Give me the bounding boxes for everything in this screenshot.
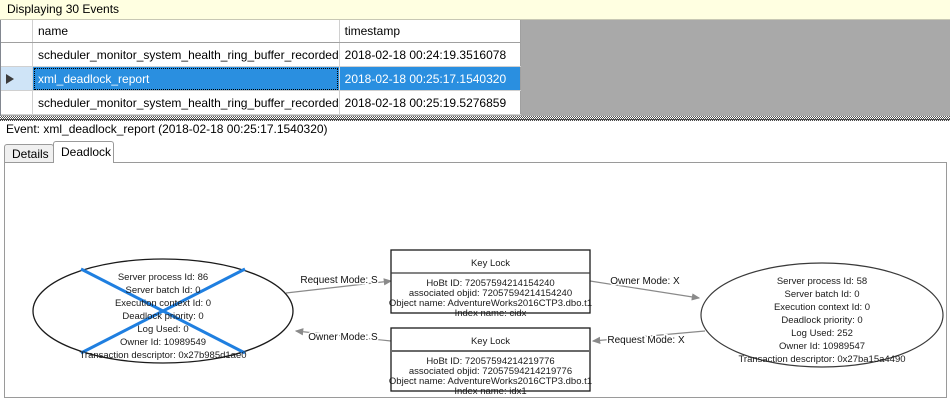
svg-text:Request Mode: S: Request Mode: S	[300, 275, 378, 286]
row-selector-cell[interactable]	[1, 66, 33, 91]
edge-label-owner-x: Owner Mode: X	[609, 275, 682, 289]
deadlock-graph[interactable]: Server process Id: 86 Server batch Id: 0…	[5, 163, 946, 397]
event-caption-label: Event: xml_deadlock_report (2018-02-18 0…	[6, 122, 328, 136]
victim-line-0: Server process Id: 86	[118, 272, 208, 283]
table-row[interactable]: scheduler_monitor_system_health_ring_buf…	[1, 42, 521, 67]
edge-label-request-x: Request Mode: X	[606, 334, 687, 348]
surviving-line-3: Deadlock priority: 0	[781, 315, 862, 326]
cell-name[interactable]: scheduler_monitor_system_health_ring_buf…	[32, 90, 340, 115]
key-lock-top-line-3: Index name: cidx	[455, 308, 527, 319]
cell-name[interactable]: scheduler_monitor_system_health_ring_buf…	[32, 42, 340, 67]
table-header-row: name timestamp	[1, 20, 521, 43]
deadlock-node-victim-process[interactable]: Server process Id: 86 Server batch Id: 0…	[32, 258, 294, 364]
deadlock-node-key-lock-top[interactable]: Key Lock HoBt ID: 72057594214154240 asso…	[389, 249, 592, 319]
key-lock-top-line-0: HoBt ID: 72057594214154240	[426, 278, 554, 289]
key-lock-bottom-line-2: Object name: AdventureWorks2016CTP3.dbo.…	[389, 376, 592, 387]
row-selector-cell[interactable]	[1, 42, 33, 67]
column-header-selector[interactable]	[1, 20, 33, 43]
tab-deadlock[interactable]: Deadlock	[53, 141, 114, 163]
events-banner-label: Displaying 30 Events	[7, 2, 120, 16]
table-row-selected[interactable]: xml_deadlock_report 2018-02-18 00:25:17.…	[1, 66, 521, 91]
victim-line-1: Server batch Id: 0	[126, 285, 201, 296]
edge-owner-s	[294, 328, 392, 342]
victim-line-2: Execution context Id: 0	[115, 298, 211, 309]
deadlock-tab-panel: Server process Id: 86 Server batch Id: 0…	[4, 162, 947, 398]
edge-label-request-s: Request Mode: S	[299, 274, 380, 288]
key-lock-top-line-2: Object name: AdventureWorks2016CTP3.dbo.…	[389, 298, 592, 309]
events-table: name timestamp scheduler_monitor_system_…	[1, 20, 521, 115]
event-caption: Event: xml_deadlock_report (2018-02-18 0…	[0, 122, 950, 139]
surviving-line-6: Transaction descriptor: 0x27ba15a4490	[738, 354, 905, 365]
key-lock-top-title: Key Lock	[471, 258, 510, 269]
events-banner: Displaying 30 Events	[0, 0, 950, 20]
horizontal-splitter[interactable]	[0, 116, 950, 121]
cell-timestamp[interactable]: 2018-02-18 00:25:17.1540320	[339, 66, 521, 91]
detail-tabstrip: Details Deadlock	[0, 141, 950, 400]
column-header-timestamp[interactable]: timestamp	[339, 20, 521, 43]
surviving-line-5: Owner Id: 10989547	[779, 341, 865, 352]
cell-name[interactable]: xml_deadlock_report	[32, 66, 340, 91]
edge-request-s	[285, 278, 393, 294]
deadlock-node-surviving-process[interactable]: Server process Id: 58 Server batch Id: 0…	[700, 262, 944, 368]
current-row-arrow-icon	[6, 74, 14, 85]
surviving-line-4: Log Used: 252	[791, 328, 853, 339]
table-row[interactable]: scheduler_monitor_system_health_ring_buf…	[1, 90, 521, 115]
svg-text:Owner Mode: S: Owner Mode: S	[308, 332, 378, 343]
surviving-line-0: Server process Id: 58	[777, 276, 867, 287]
edge-request-x	[591, 330, 706, 344]
splitter-grip	[0, 116, 950, 119]
surviving-line-2: Execution context Id: 0	[774, 302, 870, 313]
victim-line-6: Transaction descriptor: 0x27b985d1ae0	[79, 350, 246, 361]
column-header-name[interactable]: name	[32, 20, 340, 43]
row-selector-cell[interactable]	[1, 90, 33, 115]
tab-details[interactable]: Details	[4, 144, 54, 162]
svg-text:Request Mode: X: Request Mode: X	[607, 335, 685, 346]
cell-timestamp[interactable]: 2018-02-18 00:25:19.5276859	[339, 90, 521, 115]
events-grid[interactable]: name timestamp scheduler_monitor_system_…	[0, 20, 950, 116]
key-lock-bottom-line-1: associated objid: 72057594214219776	[409, 366, 572, 377]
cell-timestamp[interactable]: 2018-02-18 00:24:19.3516078	[339, 42, 521, 67]
key-lock-bottom-title: Key Lock	[471, 336, 510, 347]
surviving-line-1: Server batch Id: 0	[785, 289, 860, 300]
edge-owner-x	[589, 280, 701, 301]
victim-line-4: Log Used: 0	[137, 324, 188, 335]
key-lock-bottom-line-3: Index name: idx1	[454, 386, 526, 397]
victim-line-3: Deadlock priority: 0	[122, 311, 203, 322]
deadlock-node-key-lock-bottom[interactable]: Key Lock HoBt ID: 72057594214219776 asso…	[389, 327, 592, 397]
svg-text:Owner Mode: X: Owner Mode: X	[610, 276, 680, 287]
victim-line-5: Owner Id: 10989549	[120, 337, 206, 348]
key-lock-top-line-1: associated objid: 72057594214154240	[409, 288, 572, 299]
edge-label-owner-s: Owner Mode: S	[307, 331, 380, 345]
key-lock-bottom-line-0: HoBt ID: 72057594214219776	[426, 356, 554, 367]
victim-cross-icon	[80, 267, 246, 355]
